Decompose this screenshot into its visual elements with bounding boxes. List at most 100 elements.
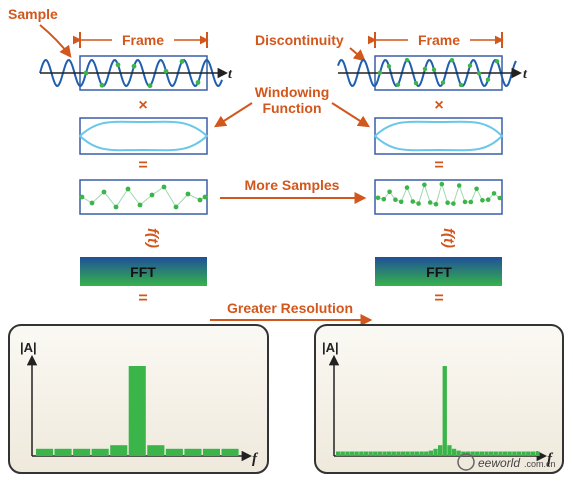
spectrum-bar [36, 448, 54, 456]
windowed-sample-dot [113, 204, 119, 210]
spectrum-bar [391, 451, 396, 456]
spectrum-bar [521, 451, 526, 456]
spectrum-bar [73, 448, 91, 456]
windowed-sample-dot [485, 197, 491, 202]
spectrum-bar [405, 451, 410, 456]
time-label-left: t [228, 67, 233, 82]
spectrum-bar [363, 451, 369, 456]
amp-label-left: |A| [20, 340, 37, 355]
sample-dot [163, 68, 169, 74]
watermark-brand: eeworld [478, 456, 520, 470]
spectrum-bar [368, 451, 373, 456]
spectrum-bar [414, 451, 420, 456]
windowed-sample-dot [445, 200, 450, 205]
windowed-sample-dot [497, 195, 503, 201]
windowed-sample-dots-right [375, 181, 503, 207]
windowing-function-label-line2: Function [262, 100, 321, 116]
sample-dot [83, 70, 89, 76]
windowed-sample-dot [491, 191, 497, 196]
windowed-sample-dot [398, 199, 404, 205]
sample-label: Sample [8, 6, 58, 22]
sample-dot [131, 63, 137, 69]
sample-dot [99, 82, 105, 88]
sample-dots-signal-right [377, 57, 500, 88]
spectrum-bar [535, 451, 540, 456]
discontinuity-label: Discontinuity [255, 32, 344, 48]
windowed-signal-right [377, 182, 501, 205]
right-column: Discontinuity Frame t × = f(t) FFT = [255, 30, 528, 307]
sample-dot [395, 82, 401, 87]
sample-dot [458, 82, 464, 88]
spectrum-bar [382, 451, 387, 456]
spectrum-bars-left [36, 366, 239, 456]
sample-dot [440, 80, 446, 85]
spectrum-bar [424, 451, 429, 456]
frame-label-bg-left [112, 30, 174, 50]
windowed-signal-left [81, 186, 206, 208]
watermark-logo-icon [457, 453, 475, 471]
windowed-sample-dot [197, 197, 203, 203]
windowed-sample-dot [173, 204, 179, 210]
spectrum-bar [530, 451, 535, 456]
spectrum-bar [470, 451, 475, 456]
watermark: eeworld .com.cn [457, 453, 556, 471]
windowed-sample-dot [422, 182, 427, 188]
spectrum-bar [507, 451, 512, 456]
sample-dot [195, 80, 201, 85]
spectrum-bar [479, 451, 484, 456]
ft-label-left: f(t) [144, 228, 161, 248]
spectrum-panel-right: |A| f [314, 324, 564, 474]
windowed-sample-dot [410, 199, 416, 204]
sample-dot [413, 80, 419, 86]
windowing-arrow-right [331, 102, 371, 128]
spectrum-bar [526, 451, 531, 456]
windowed-sample-dot [79, 194, 85, 200]
spectrum-bar [359, 451, 364, 456]
center-annotations: Windowing Function More Samples Greater … [210, 84, 373, 326]
sample-dot [179, 59, 185, 64]
sample-dot [476, 71, 482, 76]
spectrum-bar [349, 451, 355, 456]
windowing-function-label-line1: Windowing [255, 84, 330, 100]
windowed-sample-dot [101, 189, 107, 195]
spectrum-bar [410, 451, 415, 456]
spectrum-bar [475, 451, 480, 456]
window-curve-left [78, 120, 209, 152]
spectrum-bar [387, 451, 392, 456]
windowed-sample-dot [202, 194, 208, 200]
sample-dot [377, 70, 383, 75]
equals-sign-left-2: = [138, 290, 147, 307]
spectrum-bar [433, 448, 438, 456]
spectrum-bar [489, 451, 494, 456]
fft-block-left [80, 257, 207, 286]
windowed-sample-dot [456, 183, 462, 188]
sample-dot [404, 57, 410, 63]
windowed-sample-dots-left [79, 184, 208, 210]
spectrum-bar [128, 366, 146, 456]
window-curve-right [373, 120, 504, 152]
greater-resolution-label: Greater Resolution [227, 300, 353, 316]
windowing-arrow-left [213, 102, 253, 128]
spectrum-bar [512, 451, 517, 456]
sample-dot [494, 59, 500, 64]
spectrum-bar [165, 448, 183, 456]
windowed-sample-dot [480, 198, 485, 203]
amp-label-right: |A| [322, 340, 339, 355]
discontinuity-arrow [349, 47, 366, 62]
spectrum-bar [498, 451, 503, 456]
windowed-sample-dot [89, 200, 95, 206]
sine-wave-right [337, 59, 517, 87]
windowed-sample-dot [381, 196, 387, 202]
frame-label-bg-right [408, 30, 470, 50]
spectrum-bar [516, 451, 522, 456]
spectrum-bar [54, 448, 72, 456]
windowed-sample-dot [161, 184, 167, 190]
windowed-sample-dot [427, 200, 433, 205]
windowed-sample-dot [439, 181, 445, 187]
spectrum-bar [456, 450, 461, 456]
sample-dot [422, 66, 428, 72]
windowed-sample-dot [404, 185, 410, 190]
spectrum-bar [419, 451, 424, 456]
